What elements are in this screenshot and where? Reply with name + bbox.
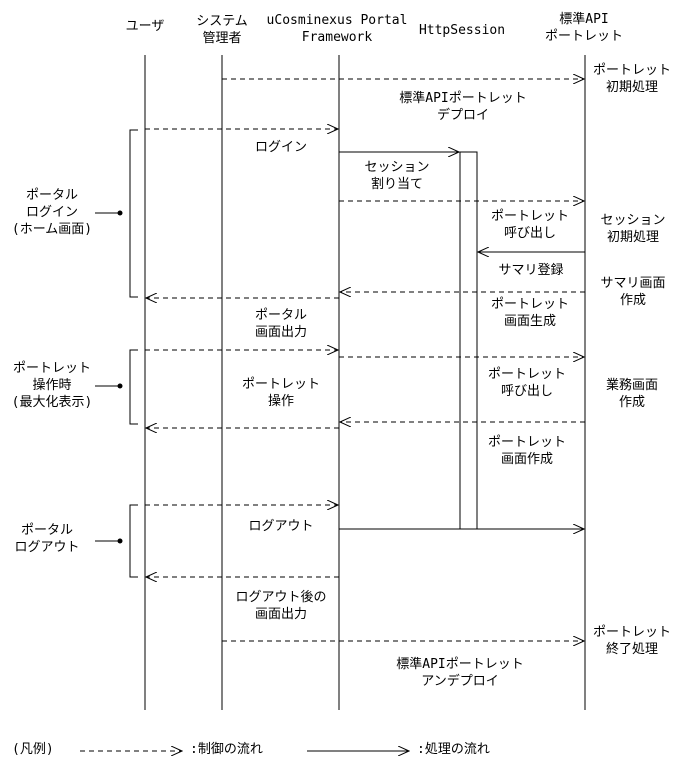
- lane-framework: uCosminexus Portal Framework: [266, 13, 408, 45]
- session-activation: [459, 151, 478, 530]
- group-bracket-login: [129, 129, 138, 298]
- group-bracket-logout: [129, 504, 138, 578]
- msg-init: ポートレット 初期処理: [592, 63, 672, 95]
- msg-deploy: 標準APIポートレット デプロイ: [399, 91, 527, 123]
- msg-portlet-op: ポートレット 操作: [241, 377, 321, 409]
- msg-business-create: 業務画面 作成: [605, 378, 659, 410]
- lane-user: ユーザ: [125, 19, 165, 34]
- msg-summary-register: サマリ登録: [498, 263, 564, 278]
- legend-process-label: :処理の流れ: [417, 742, 490, 757]
- msg-undeploy: 標準APIポートレット アンデプロイ: [396, 657, 524, 689]
- msg-after-logout-output: ログアウト後の 画面出力: [235, 590, 327, 622]
- legend-title: (凡例): [12, 742, 54, 757]
- lane-session: HttpSession: [418, 23, 506, 38]
- msg-session-init: セッション 初期処理: [600, 213, 666, 245]
- msg-terminate: ポートレット 終了処理: [592, 625, 672, 657]
- group-logout-label: ポータル ログアウト: [14, 523, 80, 555]
- msg-session-assign: セッション 割り当て: [364, 160, 430, 192]
- group-operation-label: ポートレット 操作時 (最大化表示): [11, 361, 93, 410]
- msg-portal-output: ポータル 画面出力: [254, 308, 308, 340]
- lane-admin: システム 管理者: [196, 14, 248, 46]
- msg-portlet-call1: ポートレット 呼び出し: [490, 209, 570, 241]
- legend-control-label: :制御の流れ: [190, 742, 263, 757]
- msg-summary-create: サマリ画面 作成: [600, 276, 666, 308]
- msg-portlet-screen-gen: ポートレット 画面生成: [490, 297, 570, 329]
- msg-logout: ログアウト: [248, 519, 314, 534]
- group-login-label: ポータル ログイン (ホーム画面): [11, 188, 93, 237]
- msg-portlet-call2: ポートレット 呼び出し: [487, 367, 567, 399]
- msg-login: ログイン: [254, 140, 308, 155]
- lane-portlet: 標準API ポートレット: [544, 12, 624, 44]
- msg-portlet-screen-create: ポートレット 画面作成: [487, 435, 567, 467]
- group-bracket-operation: [129, 349, 138, 425]
